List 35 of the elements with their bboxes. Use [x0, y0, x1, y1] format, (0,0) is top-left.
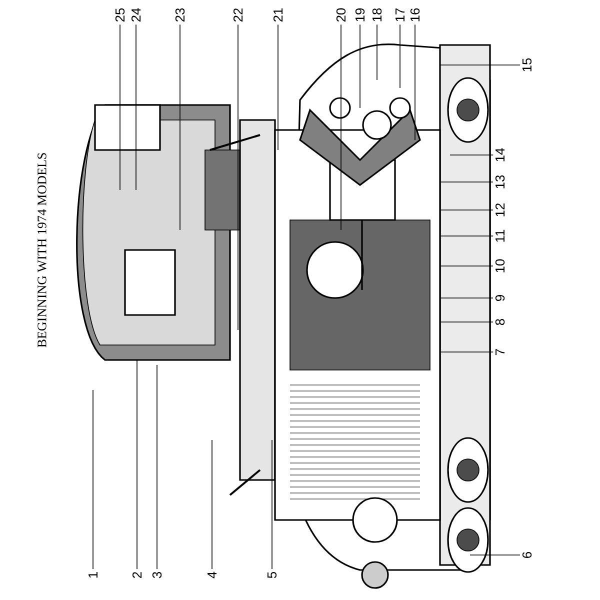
leader-line [450, 154, 494, 156]
callout-number: 19 [355, 8, 365, 22]
callout-number: 15 [522, 58, 532, 72]
callout-number: 4 [208, 572, 216, 578]
callout-number: 6 [522, 552, 532, 558]
leader-line [156, 364, 158, 570]
callout-number: 3 [152, 572, 162, 578]
leader-line [470, 554, 520, 556]
callout-number: 18 [372, 8, 382, 22]
callout-number: 21 [273, 8, 283, 22]
callout-number: 11 [496, 230, 504, 242]
leader-line [340, 24, 342, 230]
leader-line [92, 390, 94, 570]
leader-line [440, 64, 520, 66]
callout-number: 1 [88, 572, 98, 578]
callout-number: 17 [396, 8, 404, 22]
callout-number: 16 [410, 8, 420, 22]
callout-number: 22 [233, 8, 243, 22]
callout-number: 7 [496, 349, 504, 355]
leader-line [136, 360, 138, 570]
callout-number: 12 [495, 203, 505, 216]
callout-number: 24 [131, 8, 141, 22]
callout-number: 8 [495, 318, 505, 326]
callout-number: 2 [132, 572, 142, 578]
heading-note: BEGINNING WITH 1974 MODELS [38, 153, 46, 348]
leader-line [414, 24, 416, 140]
callout-number: 25 [115, 8, 125, 22]
callout-number: 23 [175, 8, 185, 22]
callout-number: 14 [496, 148, 504, 162]
callout-number: 5 [267, 572, 277, 578]
callout-number: 10 [495, 259, 505, 272]
callout-number: 13 [495, 175, 505, 188]
leader-line [376, 24, 378, 80]
callout-number: 9 [495, 295, 505, 302]
callout-number: 20 [336, 8, 346, 22]
